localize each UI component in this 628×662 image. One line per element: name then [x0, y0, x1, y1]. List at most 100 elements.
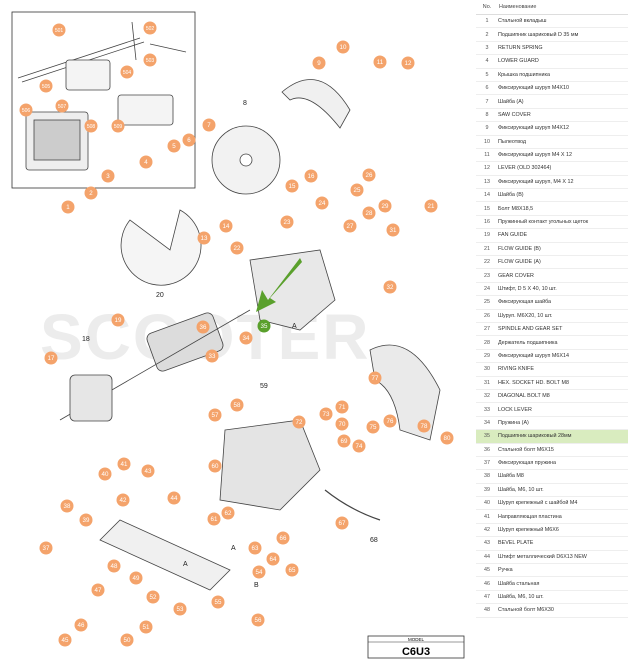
callout-25[interactable]: 25 — [350, 183, 364, 197]
callout-1[interactable]: 1 — [61, 200, 75, 214]
callout-50[interactable]: 50 — [120, 633, 134, 647]
callout-37[interactable]: 37 — [39, 541, 53, 555]
callout-505[interactable]: 505 — [39, 79, 53, 93]
callout-76[interactable]: 76 — [383, 414, 397, 428]
callout-70[interactable]: 70 — [335, 417, 349, 431]
callout-39[interactable]: 39 — [79, 513, 93, 527]
callout-506[interactable]: 506 — [19, 103, 33, 117]
callout-42[interactable]: 42 — [116, 493, 130, 507]
callout-73[interactable]: 73 — [319, 407, 333, 421]
callout-69[interactable]: 69 — [337, 434, 351, 448]
callout-2[interactable]: 2 — [84, 186, 98, 200]
callout-41[interactable]: 41 — [117, 457, 131, 471]
callout-55[interactable]: 55 — [211, 595, 225, 609]
callout-502[interactable]: 502 — [143, 21, 157, 35]
callout-34[interactable]: 34 — [239, 331, 253, 345]
callout-5[interactable]: 5 — [167, 139, 181, 153]
callout-63[interactable]: 63 — [248, 541, 262, 555]
callout-501[interactable]: 501 — [52, 23, 66, 37]
callout-43[interactable]: 43 — [141, 464, 155, 478]
callout-31[interactable]: 31 — [386, 223, 400, 237]
callout-35[interactable]: 35 — [257, 319, 271, 333]
callout-67[interactable]: 67 — [335, 516, 349, 530]
callout-51[interactable]: 51 — [139, 620, 153, 634]
callout-26[interactable]: 26 — [362, 168, 376, 182]
callout-11[interactable]: 11 — [373, 55, 387, 69]
callout-503[interactable]: 503 — [143, 53, 157, 67]
callout-21[interactable]: 21 — [424, 199, 438, 213]
callout-13[interactable]: 13 — [197, 231, 211, 245]
callout-46[interactable]: 46 — [74, 618, 88, 632]
callout-28[interactable]: 28 — [362, 206, 376, 220]
callout-24[interactable]: 24 — [315, 196, 329, 210]
callout-78[interactable]: 78 — [417, 419, 431, 433]
callout-45[interactable]: 45 — [58, 633, 72, 647]
callout-74[interactable]: 74 — [352, 439, 366, 453]
callout-80[interactable]: 80 — [440, 431, 454, 445]
callout-29[interactable]: 29 — [378, 199, 392, 213]
callout-66[interactable]: 66 — [276, 531, 290, 545]
callout-60[interactable]: 60 — [208, 459, 222, 473]
callout-47[interactable]: 47 — [91, 583, 105, 597]
callout-72[interactable]: 72 — [292, 415, 306, 429]
callout-48[interactable]: 48 — [107, 559, 121, 573]
callout-7[interactable]: 7 — [202, 118, 216, 132]
callout-77[interactable]: 77 — [368, 371, 382, 385]
callout-57[interactable]: 57 — [208, 408, 222, 422]
callout-4[interactable]: 4 — [139, 155, 153, 169]
callout-75[interactable]: 75 — [366, 420, 380, 434]
callout-32[interactable]: 32 — [383, 280, 397, 294]
callout-504[interactable]: 504 — [120, 65, 134, 79]
callout-71[interactable]: 71 — [335, 400, 349, 414]
callout-36[interactable]: 36 — [196, 320, 210, 334]
callout-6[interactable]: 6 — [182, 133, 196, 147]
callout-53[interactable]: 53 — [173, 602, 187, 616]
callout-52[interactable]: 52 — [146, 590, 160, 604]
callout-14[interactable]: 14 — [219, 219, 233, 233]
callout-12[interactable]: 12 — [401, 56, 415, 70]
callout-61[interactable]: 61 — [207, 512, 221, 526]
callout-56[interactable]: 56 — [251, 613, 265, 627]
callout-58[interactable]: 58 — [230, 398, 244, 412]
callout-49[interactable]: 49 — [129, 571, 143, 585]
callout-509[interactable]: 509 — [111, 119, 125, 133]
callout-15[interactable]: 15 — [285, 179, 299, 193]
callout-16[interactable]: 16 — [304, 169, 318, 183]
callout-38[interactable]: 38 — [60, 499, 74, 513]
callout-19[interactable]: 19 — [111, 313, 125, 327]
